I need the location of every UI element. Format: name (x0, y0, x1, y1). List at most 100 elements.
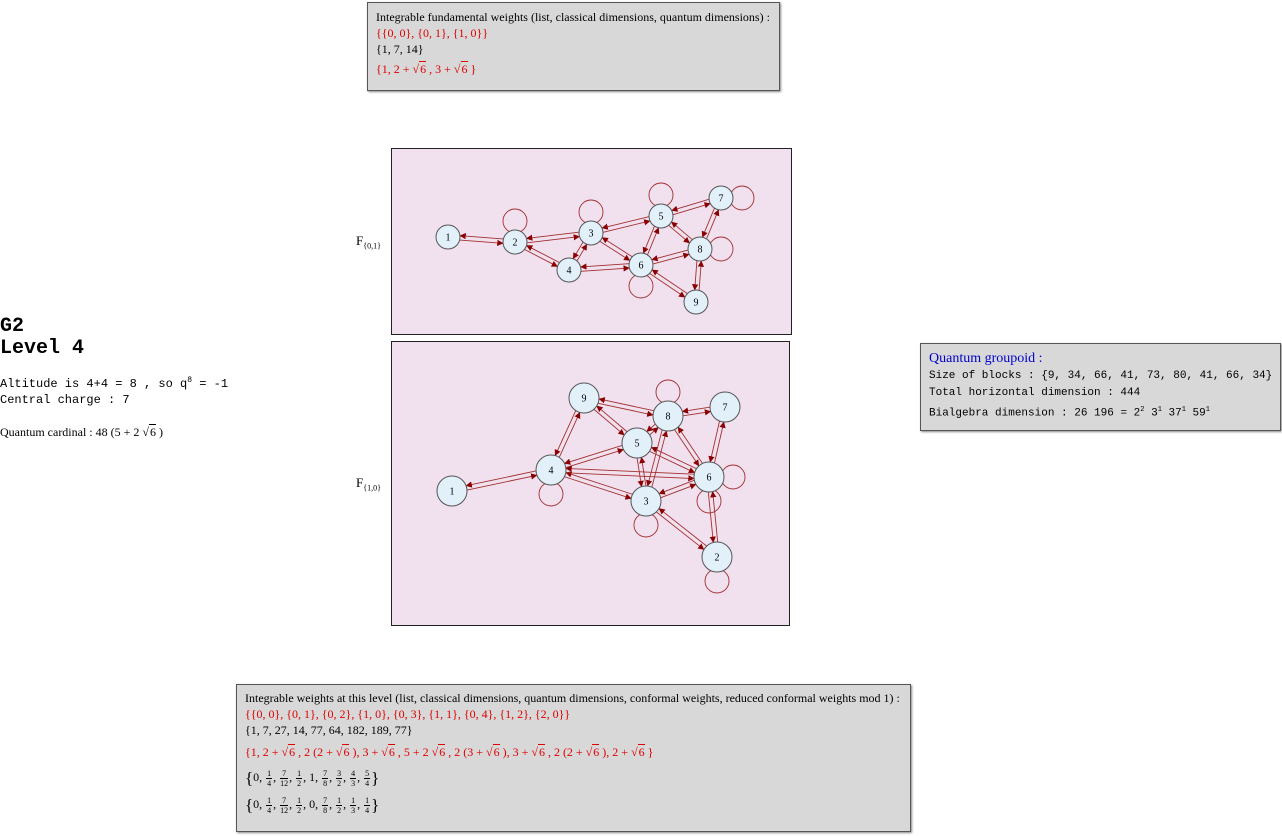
node-label-9: 9 (582, 394, 587, 405)
algebra-title: G2 (0, 315, 25, 338)
edge-2-3 (527, 234, 580, 244)
node-label-2: 2 (513, 238, 518, 249)
node-1 (435, 224, 461, 250)
edge-5-6 (650, 446, 697, 470)
loop-8 (708, 236, 734, 262)
edge-8-9 (691, 260, 699, 291)
edge-3-6 (601, 237, 633, 258)
edge-3-8 (651, 430, 669, 488)
node-2 (701, 541, 733, 573)
quantum-dim-text: } (644, 745, 654, 759)
node-7 (709, 391, 741, 423)
radicand: 6 (288, 744, 296, 759)
integer-value: 0 (253, 770, 260, 784)
block-sizes: Size of blocks : {9, 34, 66, 41, 73, 80,… (929, 370, 1273, 382)
node-8 (687, 236, 713, 262)
quantum-dim-text: , 2 (2 + (295, 745, 336, 759)
bialgebra-dimension: Bialgebra dimension : 26 196 = 22 31 371… (929, 406, 1210, 420)
node-label-8: 8 (666, 412, 671, 423)
edge-4-3 (565, 471, 633, 495)
edge-6-8 (677, 426, 703, 464)
edge-5-8 (649, 427, 659, 436)
loop-5 (648, 182, 674, 208)
edge-8-9 (697, 260, 705, 291)
integrable-weights-title: Integrable weights at this level (list, … (245, 691, 900, 705)
edge-6-8 (653, 252, 690, 265)
edge-3-6 (599, 240, 631, 261)
altitude-line: Altitude is 4+4 = 8 , so q8 = -1 (0, 376, 229, 391)
edge-4-5 (565, 448, 624, 469)
fundamental-weights-list: {{0, 0}, {0, 1}, {1, 0}} (376, 26, 489, 40)
fundamental-weights-title: Integrable fundamental weights (list, cl… (376, 10, 770, 24)
node-label-2: 2 (715, 553, 720, 564)
edge-1-4 (465, 470, 536, 488)
level-title: Level 4 (0, 337, 85, 360)
node-4 (535, 454, 567, 486)
edge-4-6 (580, 263, 629, 270)
node-1 (436, 475, 468, 507)
edge-2-3 (526, 231, 579, 241)
integrable-weights-list: {{0, 0}, {0, 1}, {0, 2}, {1, 0}, {0, 3},… (245, 707, 571, 721)
edge-3-5 (603, 219, 651, 233)
radicand: 6 (387, 744, 395, 759)
node-9 (683, 289, 709, 315)
edge-3-6 (660, 483, 697, 499)
loop-2 (502, 208, 528, 234)
quantum-dim-text: ), 3 + (349, 745, 382, 759)
edge-5-6 (647, 227, 660, 255)
edge-4-6 (565, 472, 695, 482)
node-3 (630, 485, 662, 517)
loop-6 (628, 273, 654, 299)
edge-2-4 (526, 245, 560, 263)
edge-6-2 (710, 491, 719, 542)
edge-6-8 (674, 429, 700, 467)
edge-5-7 (671, 198, 710, 212)
fundamental-classical-dimensions: {1, 7, 14} (376, 42, 424, 56)
central-charge: Central charge : 7 (0, 393, 130, 407)
edge-4-9 (558, 411, 581, 458)
integer-value: 0 (253, 797, 260, 812)
node-label-7: 7 (723, 403, 728, 414)
edge-9-5 (593, 409, 625, 436)
fundamental-weights-box: Integrable fundamental weights (list, cl… (367, 2, 780, 91)
node-label-4: 4 (549, 466, 554, 477)
quantum-dim-text: , 5 + 2 (394, 745, 432, 759)
level-info: G2 Level 4 Altitude is 4+4 = 8 , so q8 =… (0, 316, 228, 440)
edge-8-7 (683, 409, 712, 417)
edge-1-2 (459, 232, 504, 240)
node-label-7: 7 (719, 194, 724, 205)
edge-6-2 (707, 492, 716, 543)
node-8 (652, 400, 684, 432)
edge-6-9 (649, 273, 686, 298)
radicand: 6 (592, 744, 600, 759)
node-5 (621, 427, 653, 459)
edge-5-3 (636, 458, 644, 488)
edge-3-2 (656, 511, 705, 550)
horizontal-dimension: Total horizontal dimension : 444 (929, 387, 1141, 399)
fundamental-quantum-dimensions: {1, 2 + √6 , 3 + √6 } (376, 61, 477, 76)
quantum-dim-text: ), 3 + (499, 745, 532, 759)
node-label-1: 1 (450, 487, 455, 498)
node-label-6: 6 (639, 261, 644, 272)
node-label-5: 5 (635, 439, 640, 450)
integer-value: 1 (309, 770, 316, 784)
edge-5-8 (646, 423, 656, 432)
edge-4-9 (554, 410, 577, 457)
quantum-dimensions: {1, 2 + √6 , 2 (2 + √6 ), 3 + √6 , 5 + 2… (245, 744, 654, 759)
edge-5-6 (642, 226, 655, 254)
node-6 (693, 461, 725, 493)
node-label-1: 1 (446, 233, 451, 244)
edge-6-8 (651, 249, 688, 262)
node-5 (648, 203, 674, 229)
